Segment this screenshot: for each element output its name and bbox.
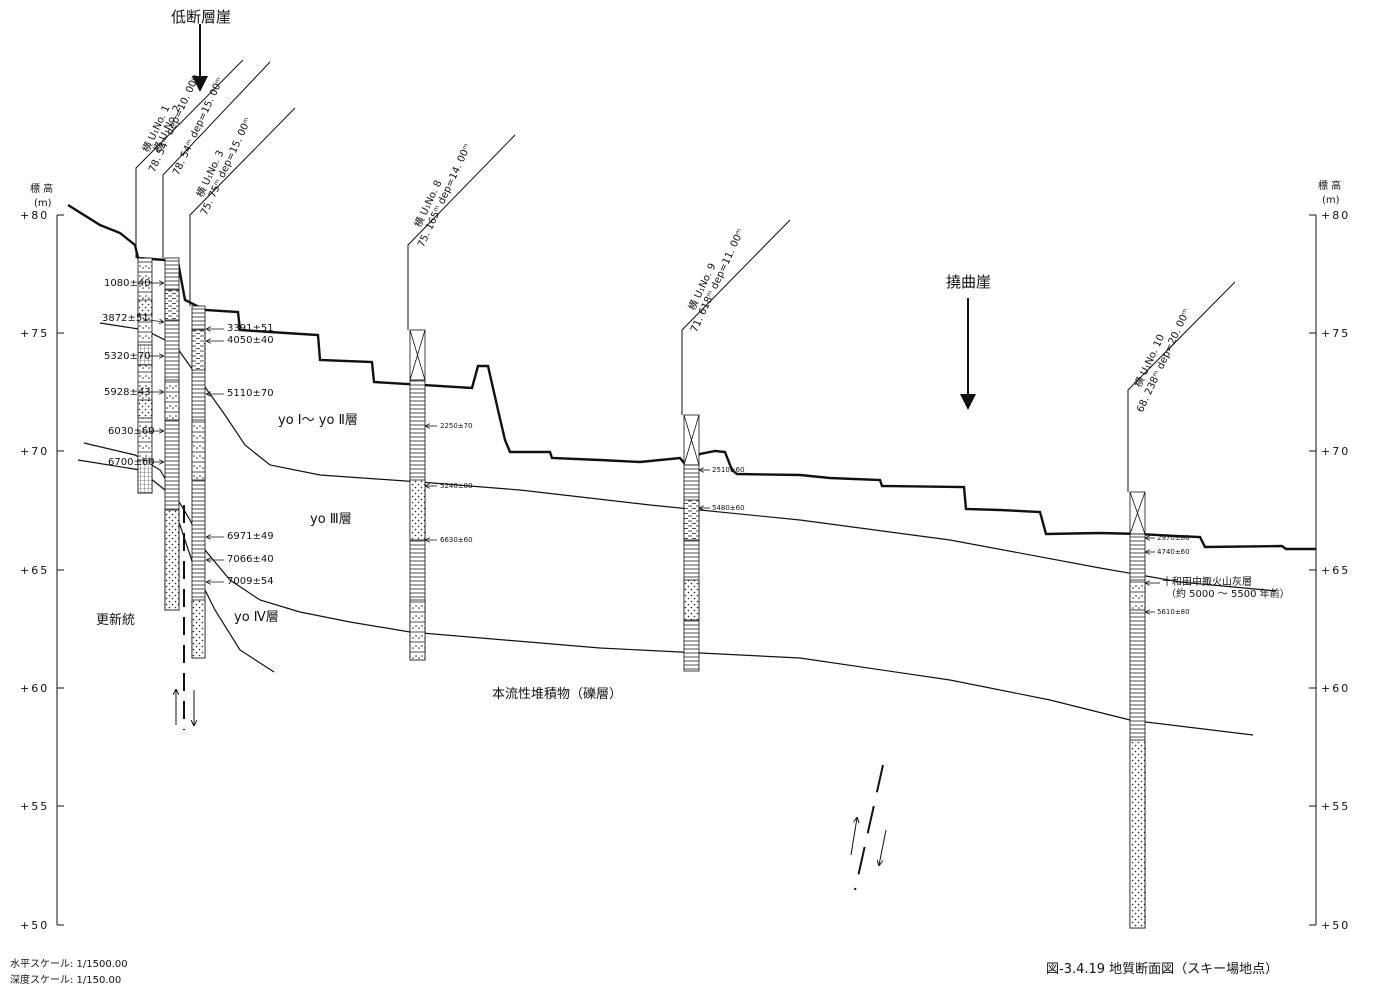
date-5240: 5240±80	[440, 482, 473, 490]
borehole-no1-column	[137, 257, 153, 494]
borehole-no8-column	[409, 329, 426, 661]
left-tick-65: +65	[20, 564, 50, 577]
date-2510: 2510±60	[712, 466, 745, 474]
right-axis	[1309, 214, 1317, 926]
date-5320: 5320±70	[104, 351, 151, 362]
right-axis-unit: (m)	[1322, 195, 1340, 206]
date-7066: 7066±40	[227, 554, 274, 565]
date-4740: 4740±60	[1157, 548, 1190, 556]
fault-symbol-down-arrow	[879, 829, 887, 865]
layer-label-pleistocene: 更新統	[96, 613, 136, 628]
date-7009: 7009±54	[227, 576, 274, 587]
date-5110: 5110±70	[227, 388, 274, 399]
layer-label-yo4: yo Ⅳ層	[234, 610, 279, 625]
date-5928: 5928±43	[104, 387, 151, 398]
date-5610: 5610±80	[1157, 608, 1190, 616]
right-tick-55: +55	[1321, 800, 1351, 813]
left-axis-label: 標 高	[30, 184, 54, 195]
right-tick-60: +60	[1321, 682, 1351, 695]
ground-surface-line	[67, 203, 1316, 551]
boundary-yo3-yo4	[83, 442, 1254, 736]
left-tick-60: +60	[20, 682, 50, 695]
date-6700: 6700±60	[108, 457, 155, 468]
right-tick-65: +65	[1321, 564, 1351, 577]
borehole-no2-column	[164, 257, 180, 611]
right-tick-80: +80	[1321, 209, 1351, 222]
layer-boundaries	[77, 322, 1277, 736]
fault-symbol-up-arrow	[850, 818, 857, 856]
date-6630: 6630±60	[440, 536, 473, 544]
date-5480: 5480±60	[712, 504, 745, 512]
date-6971: 6971±49	[227, 531, 274, 542]
right-tick-70: +70	[1321, 445, 1351, 458]
left-axis	[56, 214, 64, 926]
flexure-scarp-label: 撓曲崖	[946, 273, 992, 291]
left-axis-unit: (m)	[34, 198, 52, 209]
layer-label-yo3: yo Ⅲ層	[310, 512, 352, 527]
borehole-leader-lines	[135, 59, 1236, 492]
fault-symbol-dashes	[854, 764, 884, 891]
left-tick-75: +75	[20, 327, 50, 340]
left-tick-80: +80	[20, 209, 50, 222]
right-axis-label: 標 高	[1318, 181, 1342, 192]
right-tick-50: +50	[1321, 919, 1351, 932]
date-pointer-arrows	[142, 283, 1160, 612]
boundary-yo2-yo3	[99, 322, 1277, 592]
date-4050: 4050±40	[227, 335, 274, 346]
date-3391: 3391±51	[227, 323, 274, 334]
vertical-scale-note: 深度スケール: 1/150.00	[10, 975, 122, 986]
date-2970: 2970±80	[1157, 534, 1190, 542]
date-1080: 1080±40	[104, 278, 151, 289]
right-tick-75: +75	[1321, 327, 1351, 340]
figure-caption: 図-3.4.19 地質断面図（スキー場地点）	[1046, 962, 1279, 977]
left-tick-70: +70	[20, 445, 50, 458]
tephra-name-label: 十和田中掫火山灰層	[1162, 577, 1252, 588]
tephra-age-label: （約 5000 ～ 5500 年前）	[1166, 589, 1290, 600]
date-2250: 2250±70	[440, 422, 473, 430]
borehole-no3-column	[191, 305, 206, 659]
layer-label-gravel: 本流性堆積物（礫層）	[492, 687, 623, 702]
layer-label-yo1-yo2: yo Ⅰ～ yo Ⅱ層	[278, 413, 358, 428]
left-tick-55: +55	[20, 800, 50, 813]
date-3872: 3872±51	[102, 313, 149, 324]
date-6030: 6030±60	[108, 426, 155, 437]
borehole-no9-column	[683, 414, 700, 672]
borehole-no10-column	[1129, 491, 1146, 929]
horizontal-scale-note: 水平スケール: 1/1500.00	[10, 959, 128, 970]
fault-scarp-label: 低断層崖	[171, 8, 232, 26]
left-tick-50: +50	[20, 919, 50, 932]
